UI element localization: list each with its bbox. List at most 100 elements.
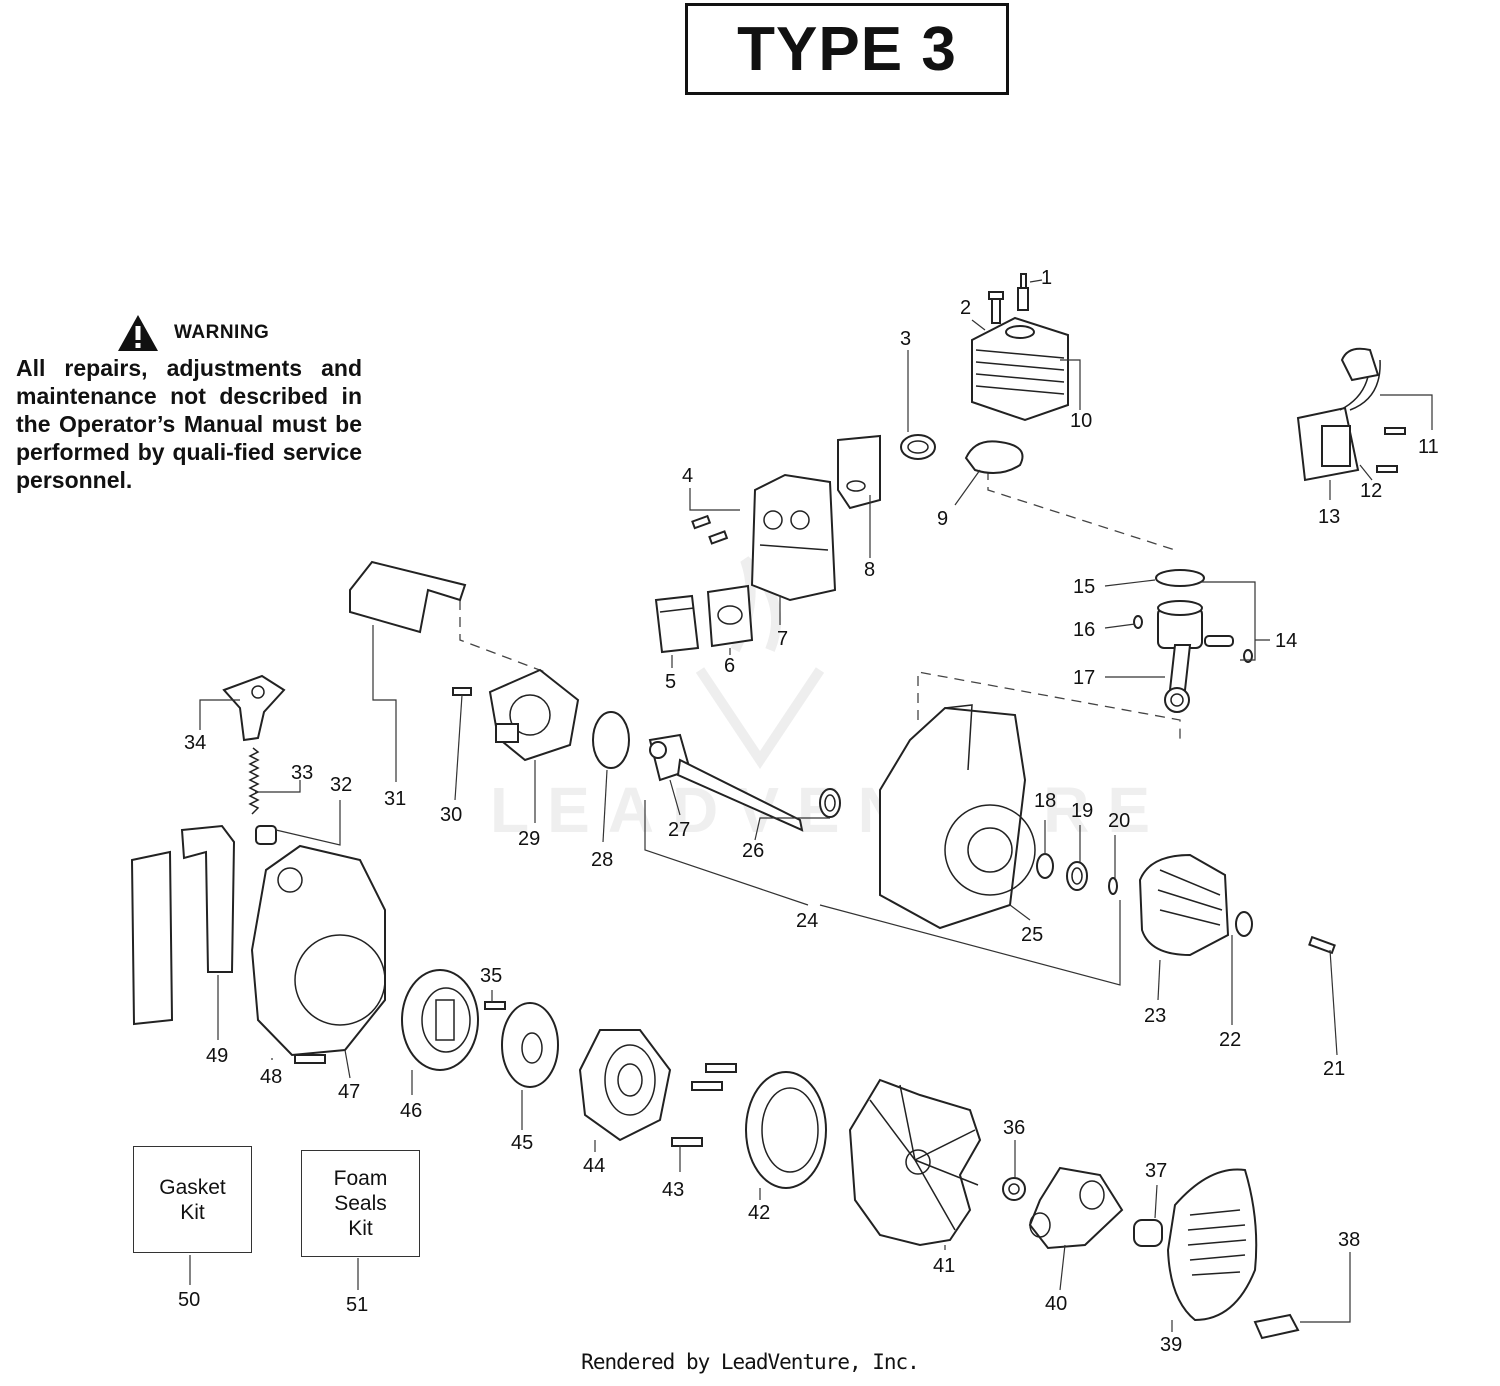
part-screws-43 [671,1063,737,1147]
part-starter-handle [222,674,286,742]
part-label-37: 37 [1145,1160,1167,1182]
part-label-17: 17 [1073,667,1095,689]
alignment-lines [459,470,1181,745]
part-piston-pin [1133,615,1253,663]
part-label-7: 7 [777,628,788,650]
part-blower-cover [1166,1168,1258,1322]
part-label-19: 19 [1071,800,1093,822]
part-pin-21 [1308,935,1336,955]
part-label-8: 8 [864,559,875,581]
part-label-50: 50 [178,1289,200,1311]
part-label-27: 27 [668,819,690,841]
warning-text: All repairs, adjustments and maintenance… [16,355,362,493]
part-foam-seal [349,560,467,634]
part-label-29: 29 [518,828,540,850]
gasket-kit-box: Gasket Kit [133,1146,252,1253]
part-spring [248,747,260,815]
part-label-2: 2 [960,297,971,319]
part-blower-housing [250,844,386,1057]
part-impeller-bracket [1028,1166,1124,1250]
part-label-38: 38 [1338,1229,1360,1251]
part-cylinder [971,316,1069,422]
part-piston-ring [1155,569,1205,587]
part-label-49: 49 [206,1045,228,1067]
part-washer-45 [501,1002,559,1088]
part-ignition-module [1296,347,1381,482]
part-label-42: 42 [748,1202,770,1224]
leader-lines [189,279,1433,1332]
part-label-36: 36 [1003,1117,1025,1139]
part-starter-pulley [401,969,479,1071]
part-label-32: 32 [330,774,352,796]
foam-seals-kit-box: Foam Seals Kit [301,1150,420,1257]
part-screw-30 [452,687,472,696]
watermark-text: LEADVENTURE [490,774,1168,846]
part-label-23: 23 [1144,1005,1166,1027]
part-label-9: 9 [937,508,948,530]
part-bearing-19 [1066,861,1088,891]
part-label-51: 51 [346,1294,368,1316]
part-washer-22 [1235,911,1253,937]
part-flywheel [1138,853,1230,957]
part-label-10: 10 [1070,410,1092,432]
part-label-41: 41 [933,1255,955,1277]
part-label-47: 47 [338,1081,360,1103]
part-label-31: 31 [384,788,406,810]
part-label-22: 22 [1219,1029,1241,1051]
part-label-30: 30 [440,804,462,826]
part-label-44: 44 [583,1155,605,1177]
part-label-15: 15 [1073,576,1095,598]
part-label-16: 16 [1073,619,1095,641]
part-label-34: 34 [184,732,206,754]
part-label-11: 11 [1418,436,1439,458]
part-muffler-gasket [706,584,754,648]
part-label-5: 5 [665,671,676,693]
part-cylinder-bolt [988,291,1004,324]
part-foam-strips [130,824,236,1026]
part-cylinder-gasket [964,440,1024,475]
part-o-ring [592,711,630,769]
warning-triangle-icon [118,315,158,351]
part-clip-38 [1253,1313,1300,1340]
part-label-21: 21 [1323,1058,1345,1080]
part-label-4: 4 [682,465,693,487]
part-number-labels: 1 2 3 4 5 6 7 8 9 10 11 12 13 14 15 16 1… [178,267,1439,1356]
part-label-6: 6 [724,655,735,677]
part-carburetor-adapter [488,668,580,762]
part-crankshaft [648,733,804,832]
part-intake-boot [900,434,936,460]
part-fan-cover [745,1071,827,1189]
part-muffler [750,473,837,602]
warning-notice: WARNING All repairs, adjustments and mai… [16,312,362,494]
part-muffler-screws [691,514,729,545]
part-label-14: 14 [1275,630,1297,652]
foam-seals-kit-label: Foam Seals Kit [333,1167,388,1240]
part-ignition-screws [1376,427,1406,473]
part-label-18: 18 [1034,790,1056,812]
part-label-45: 45 [511,1132,533,1154]
part-spark-plug [1017,273,1029,311]
footer-credit: Rendered by LeadVenture, Inc. [581,1350,920,1374]
part-label-20: 20 [1108,810,1130,832]
warning-header: WARNING [116,312,362,354]
part-label-25: 25 [1021,924,1043,946]
part-muffler-plate [654,594,700,654]
part-starter-cup [578,1029,672,1142]
gasket-kit-label: Gasket Kit [159,1175,226,1224]
part-grommet [255,825,277,845]
part-label-39: 39 [1160,1334,1182,1356]
part-bearing-18 [1036,853,1054,879]
part-label-46: 46 [400,1100,422,1122]
part-label-24: 24 [796,910,818,932]
part-clip-20 [1108,877,1118,895]
part-label-12: 12 [1360,480,1382,502]
part-label-3: 3 [900,328,911,350]
part-screw-48 [294,1054,326,1064]
part-label-28: 28 [591,849,613,871]
part-label-40: 40 [1045,1293,1067,1315]
part-connecting-rod [1164,644,1192,713]
diagram-title-box: TYPE 3 [685,3,1009,95]
part-label-1: 1 [1041,267,1052,289]
part-label-13: 13 [1318,506,1340,528]
